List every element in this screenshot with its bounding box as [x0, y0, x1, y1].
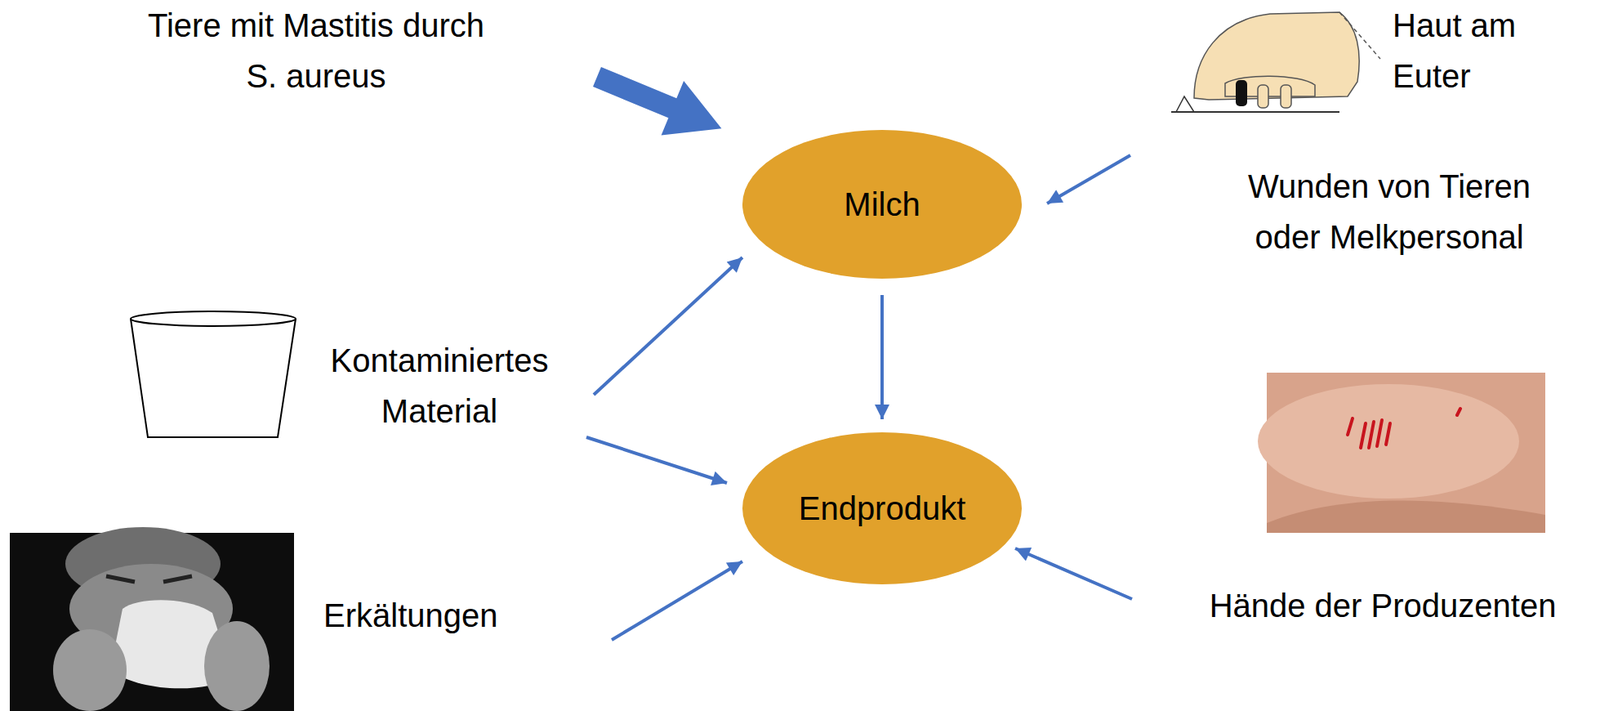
- ellipse-shape: [742, 432, 1022, 584]
- scratch: [1368, 421, 1374, 448]
- ellipse-node: Endprodukt: [742, 432, 1022, 584]
- source-arrow: [586, 436, 727, 483]
- cup-rim: [130, 311, 296, 326]
- cow-body: [1194, 12, 1360, 100]
- source-label: Kontaminiertes Material: [328, 334, 552, 437]
- cup-icon: [130, 311, 296, 437]
- source-arrow: [1015, 548, 1133, 599]
- hand: [204, 620, 270, 711]
- source-label: Hände der Produzenten: [1207, 579, 1560, 631]
- udder-illustration: [1171, 12, 1381, 112]
- source-label: Wunden von Tieren oder Melkpersonal: [1245, 160, 1534, 263]
- scratch: [1377, 419, 1382, 446]
- ellipse-node: Milch: [742, 129, 1022, 279]
- scratch: [1457, 408, 1461, 415]
- teat-dark: [1235, 80, 1248, 107]
- source-arrow: [611, 561, 743, 640]
- source-label: Erkältungen: [323, 589, 504, 641]
- cow-leg: [1339, 12, 1381, 59]
- scratch: [1360, 423, 1366, 448]
- source-label: Tiere mit Mastitis durch S. aureus: [145, 0, 487, 102]
- thick-arrow: [585, 49, 733, 156]
- thick-arrow-shape: [585, 49, 733, 156]
- skin-shadow: [1266, 500, 1546, 534]
- source-arrow: [1047, 155, 1131, 204]
- node-label: Endprodukt: [798, 488, 967, 528]
- hand: [53, 628, 127, 711]
- hoof: [1176, 96, 1195, 112]
- ground-line: [1171, 111, 1340, 113]
- skin-highlight: [1257, 383, 1520, 499]
- teat: [1280, 84, 1292, 108]
- node-label: Milch: [843, 184, 920, 224]
- scratch: [1386, 423, 1391, 445]
- sneeze-photo: [9, 526, 295, 711]
- closed-eyes: [106, 575, 192, 582]
- cup-body: [130, 318, 296, 437]
- source-label: Haut am Euter: [1392, 0, 1522, 102]
- ellipse-shape: [742, 129, 1022, 279]
- teat: [1257, 84, 1269, 108]
- scratches: [1347, 408, 1461, 448]
- source-arrow: [593, 257, 743, 395]
- scratch: [1347, 418, 1353, 435]
- hand-photo: [1257, 372, 1546, 533]
- flow-arrow: [880, 294, 884, 419]
